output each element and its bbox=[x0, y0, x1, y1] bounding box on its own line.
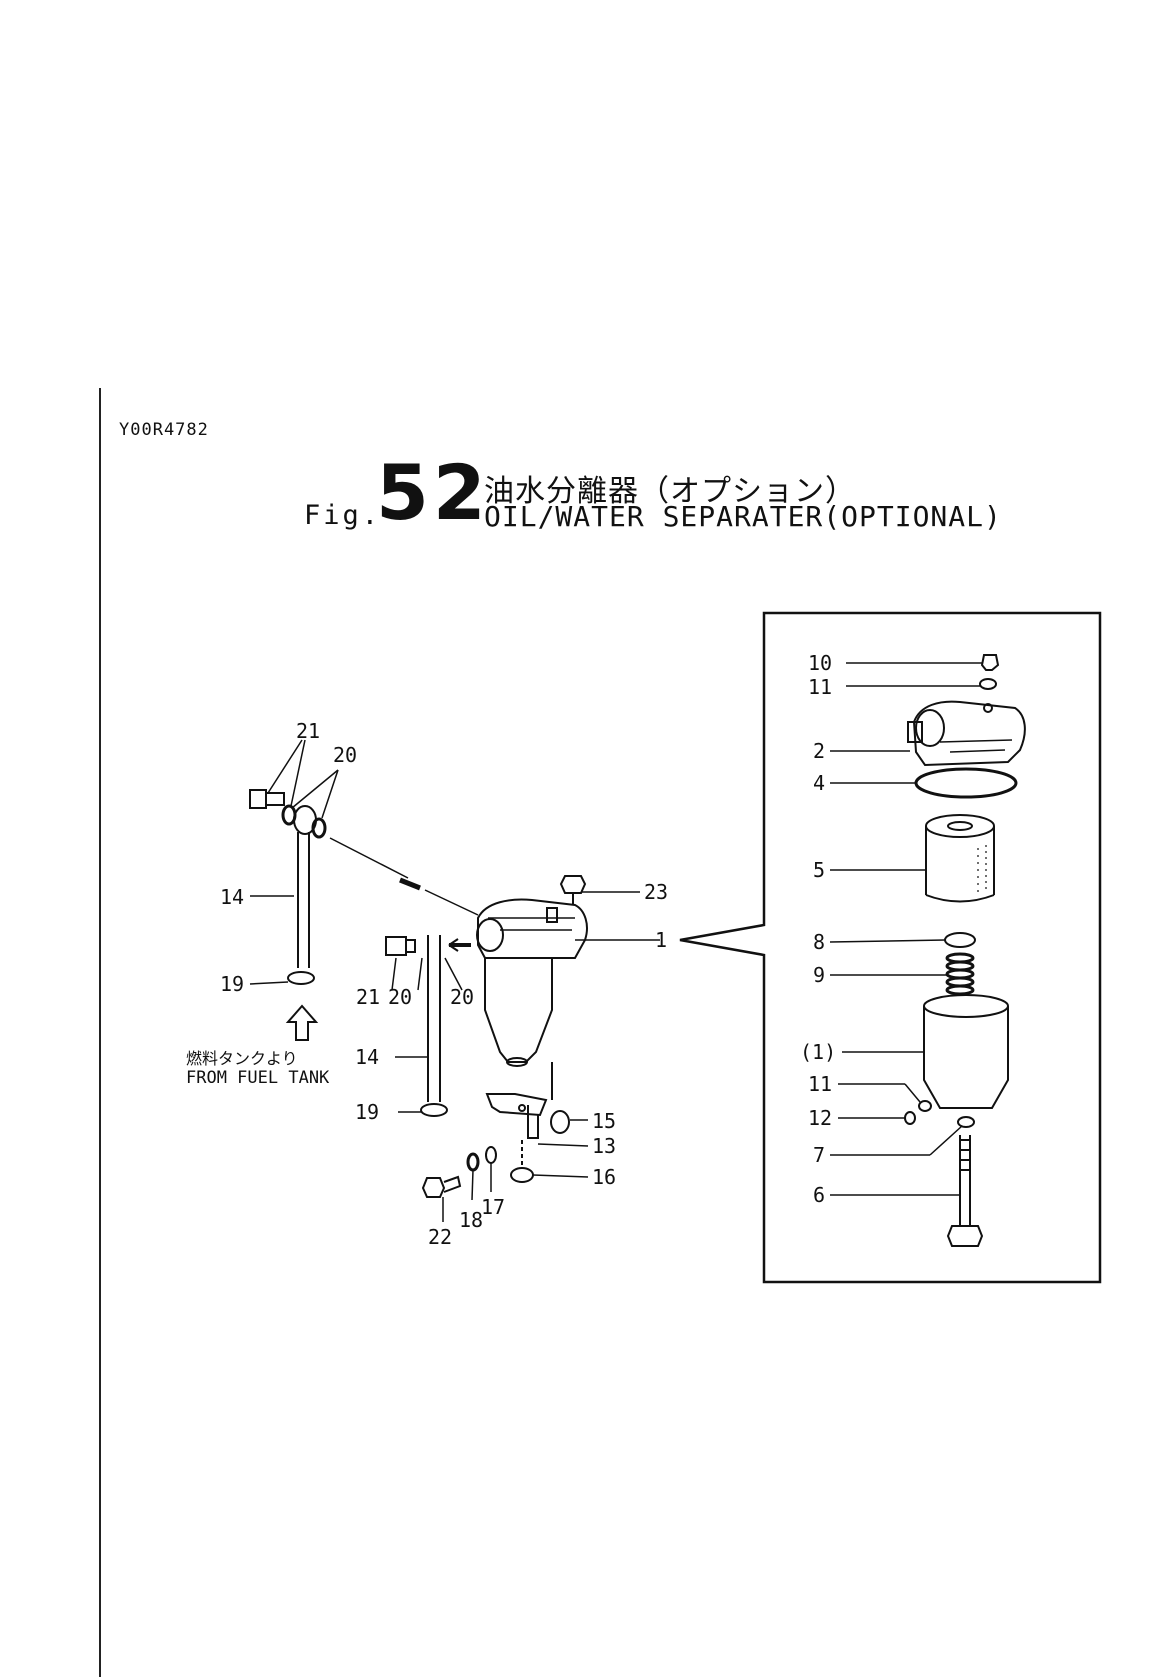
callout-18: 18 bbox=[459, 1208, 483, 1232]
gasket-12 bbox=[905, 1112, 915, 1124]
callout-14-left: 14 bbox=[220, 885, 244, 909]
center-bolt-6 bbox=[948, 1135, 982, 1246]
separator-body-1 bbox=[477, 900, 587, 1066]
inset-detail-box bbox=[680, 613, 1100, 1282]
callout-13: 13 bbox=[592, 1134, 616, 1158]
callout-1: 1 bbox=[655, 928, 667, 952]
spring-9 bbox=[947, 954, 973, 994]
callout-21-upper: 21 bbox=[296, 719, 320, 743]
washer-17 bbox=[486, 1147, 496, 1163]
head-cover-2 bbox=[908, 702, 1025, 765]
mounting-bracket-13 bbox=[487, 1062, 552, 1138]
callout-19-center: 19 bbox=[355, 1100, 379, 1124]
flow-direction-arrow bbox=[288, 1006, 316, 1040]
callout-22: 22 bbox=[428, 1225, 452, 1249]
callout-21-center: 21 bbox=[356, 985, 380, 1009]
callout-14-center: 14 bbox=[355, 1045, 379, 1069]
bolt-22 bbox=[423, 1177, 460, 1197]
drain-plug-11b bbox=[919, 1101, 931, 1111]
nut-15 bbox=[551, 1111, 569, 1133]
inset-callout-7: 7 bbox=[813, 1143, 825, 1167]
washer-8 bbox=[945, 933, 975, 947]
inset-callout-1-paren: (1) bbox=[800, 1040, 836, 1064]
gasket-11a bbox=[980, 679, 996, 689]
o-ring-4 bbox=[916, 769, 1016, 797]
inset-callout-8: 8 bbox=[813, 930, 825, 954]
filter-element-5 bbox=[926, 815, 994, 902]
washer-18 bbox=[468, 1154, 478, 1170]
air-vent-bolt-23 bbox=[561, 876, 585, 905]
inset-callout-4: 4 bbox=[813, 771, 825, 795]
hose-clip-19a bbox=[288, 972, 314, 984]
hose-connection-center bbox=[386, 935, 471, 1116]
inset-callout-2: 2 bbox=[813, 739, 825, 763]
o-ring-7 bbox=[958, 1117, 974, 1127]
hose-clip-19b bbox=[421, 1104, 447, 1116]
plug-10 bbox=[982, 655, 998, 670]
callout-19-left: 19 bbox=[220, 972, 244, 996]
callout-20-upper: 20 bbox=[333, 743, 357, 767]
from-fuel-tank-note-english: FROM FUEL TANK bbox=[186, 1068, 330, 1088]
inset-callout-12: 12 bbox=[808, 1106, 832, 1130]
callout-23: 23 bbox=[644, 880, 668, 904]
callout-20-center-left: 20 bbox=[388, 985, 412, 1009]
fuel-hose-14a bbox=[298, 832, 309, 968]
from-fuel-tank-note-japanese: 燃料タンクより bbox=[186, 1049, 298, 1068]
callout-16: 16 bbox=[592, 1165, 616, 1189]
inset-callout-9: 9 bbox=[813, 963, 825, 987]
callout-15: 15 bbox=[592, 1109, 616, 1133]
callout-20-center-right: 20 bbox=[450, 985, 474, 1009]
inset-callout-10: 10 bbox=[808, 651, 832, 675]
inset-callout-5: 5 bbox=[813, 858, 825, 882]
inset-callout-11-upper: 11 bbox=[808, 675, 832, 699]
nut-16 bbox=[511, 1140, 533, 1182]
bowl-1-inset bbox=[924, 995, 1008, 1108]
callout-17: 17 bbox=[481, 1195, 505, 1219]
inset-callout-11-lower: 11 bbox=[808, 1072, 832, 1096]
inset-callout-6: 6 bbox=[813, 1183, 825, 1207]
banjo-bolt-21a bbox=[250, 790, 284, 808]
